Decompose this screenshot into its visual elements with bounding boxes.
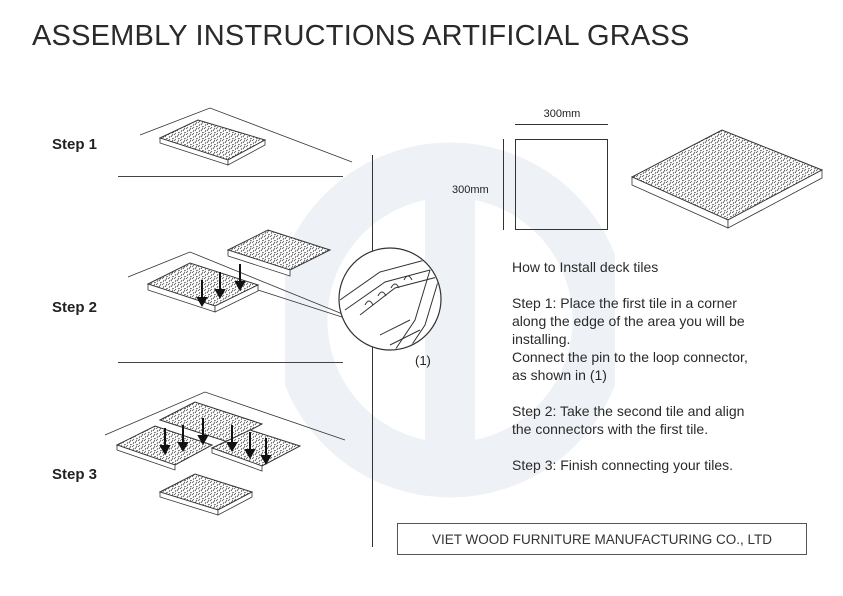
instruction-line: Connect the pin to the loop connector, <box>512 349 748 365</box>
instruction-line: installing. <box>512 331 571 347</box>
step-1-label: Step 1 <box>52 136 98 153</box>
step-divider <box>118 176 343 177</box>
instruction-line: as shown in (1) <box>512 367 607 383</box>
instruction-line: Step 1: Place the first tile in a corner <box>512 295 737 311</box>
width-dimension-label: 300mm <box>543 108 581 120</box>
height-dimension-line <box>503 139 504 230</box>
instructions-heading: How to Install deck tiles <box>512 259 659 275</box>
company-name-box: VIET WOOD FURNITURE MANUFACTURING CO., L… <box>397 523 807 555</box>
callout-label: (1) <box>415 353 431 368</box>
step-1-illustration <box>139 107 353 166</box>
tile-dimension-square <box>515 139 608 230</box>
column-divider <box>372 155 373 547</box>
watermark-logo <box>285 142 615 498</box>
instruction-line: Step 3: Finish connecting your tiles. <box>512 457 734 473</box>
width-dimension-line <box>515 124 608 125</box>
instruction-line: the connectors with the first tile. <box>512 421 709 437</box>
connector-detail-callout <box>257 247 442 351</box>
step-divider <box>118 362 343 363</box>
step-3-illustration <box>104 391 346 516</box>
step-3-label: Step 3 <box>52 466 98 483</box>
height-dimension-label: 300mm <box>452 184 489 196</box>
tile-3d-illustration <box>630 129 824 229</box>
instruction-line: along the edge of the area you will be <box>512 313 745 329</box>
step-2-illustration <box>127 229 346 316</box>
step-2-label: Step 2 <box>52 299 98 316</box>
instructions-text: How to Install deck tiles Step 1: Place … <box>512 258 812 474</box>
instruction-line: Step 2: Take the second tile and align <box>512 403 745 419</box>
page-title: ASSEMBLY INSTRUCTIONS ARTIFICIAL GRASS <box>32 20 690 52</box>
